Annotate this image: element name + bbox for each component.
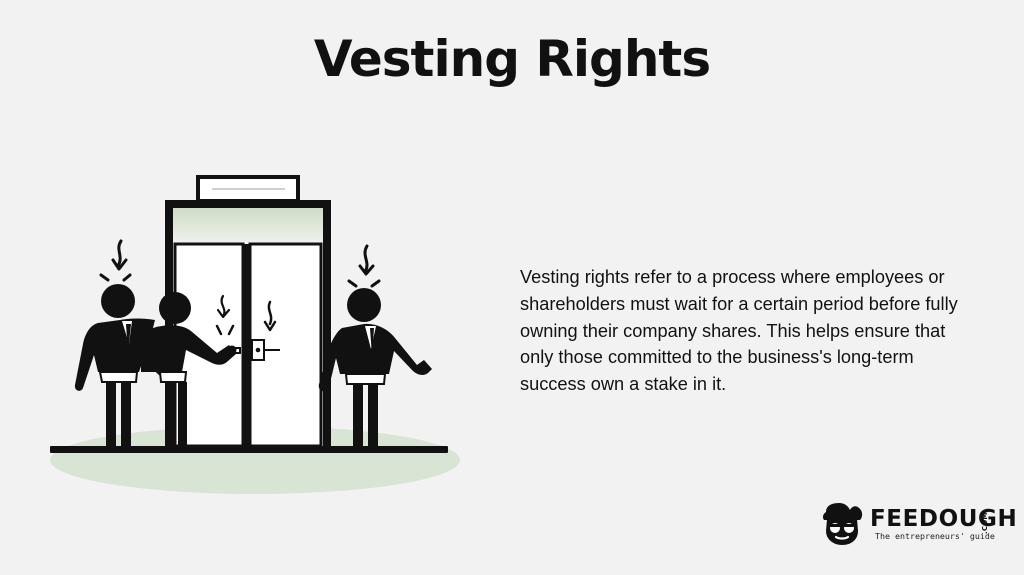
- left-person: [74, 239, 170, 446]
- floor-line: [50, 446, 448, 453]
- elevator-light-panel: [173, 208, 323, 242]
- elevator-with-stick-figures-icon: [50, 175, 460, 494]
- middle-person: [141, 292, 237, 446]
- brand-tagline: The entrepreneurs' guide: [875, 531, 995, 541]
- feedough-face-icon: [822, 503, 863, 545]
- page-title: Vesting Rights: [313, 30, 711, 88]
- brand-domain-suffix: .COM: [981, 512, 989, 534]
- feedough-logo: FEEDOUGH .COM The entrepreneurs' guide: [817, 500, 1017, 550]
- description-text: Vesting rights refer to a process where …: [520, 267, 958, 395]
- right-person: [318, 244, 432, 446]
- brand-name: FEEDOUGH: [870, 506, 1018, 532]
